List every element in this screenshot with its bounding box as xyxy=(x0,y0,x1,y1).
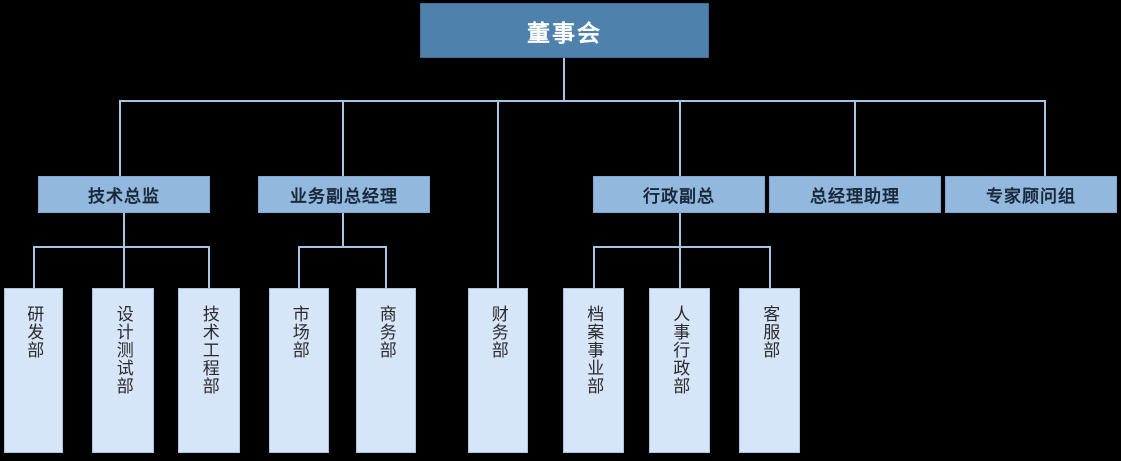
node-label: 技术总监 xyxy=(88,187,160,206)
node-label: 人事行政部 xyxy=(670,305,690,395)
node-hr-admin-dept[interactable]: 人事行政部 xyxy=(649,288,710,453)
connector-bus-to-expert-group xyxy=(1044,100,1046,176)
node-label: 董事会 xyxy=(527,19,602,46)
connector-root-bus xyxy=(119,100,1046,102)
node-engineering-dept[interactable]: 技术工程部 xyxy=(178,288,240,453)
node-label: 商务部 xyxy=(376,305,396,359)
node-archive-dept[interactable]: 档案事业部 xyxy=(563,288,624,453)
connector-bus-to-gm-assistant xyxy=(854,100,856,176)
node-label: 行政副总 xyxy=(643,187,715,206)
connector-bus-to-tech-director xyxy=(119,100,121,176)
node-board-of-directors[interactable]: 董事会 xyxy=(420,3,709,58)
node-customer-service-dept[interactable]: 客服部 xyxy=(739,288,800,453)
node-commerce-dept[interactable]: 商务部 xyxy=(356,288,416,453)
node-label: 财务部 xyxy=(488,305,508,359)
node-design-test-dept[interactable]: 设计测试部 xyxy=(92,288,154,453)
connector-admin-vp-bus xyxy=(593,246,771,248)
connector-business-to-marketing-dept xyxy=(298,246,300,288)
node-admin-vp[interactable]: 行政副总 xyxy=(593,176,765,213)
connector-business-to-commerce-dept xyxy=(385,246,387,288)
connector-root-stem xyxy=(563,58,565,102)
connector-business-vp-stem xyxy=(342,212,344,248)
node-expert-advisory-group[interactable]: 专家顾问组 xyxy=(945,176,1117,213)
node-label: 业务副总经理 xyxy=(290,187,398,206)
node-label: 档案事业部 xyxy=(584,305,604,395)
connector-bus-to-finance-dept xyxy=(497,100,499,288)
connector-admin-vp-stem xyxy=(679,212,681,248)
node-label: 总经理助理 xyxy=(810,187,900,206)
node-label: 市场部 xyxy=(289,305,309,359)
connector-bus-to-admin-vp xyxy=(679,100,681,176)
node-tech-director[interactable]: 技术总监 xyxy=(38,176,210,213)
node-label: 专家顾问组 xyxy=(986,187,1076,206)
node-finance-dept[interactable]: 财务部 xyxy=(468,288,528,453)
node-gm-assistant[interactable]: 总经理助理 xyxy=(769,176,941,213)
connector-tech-to-design-test-dept xyxy=(123,246,125,288)
connector-admin-to-service-dept xyxy=(769,246,771,288)
node-label: 研发部 xyxy=(24,305,44,359)
connector-tech-director-stem xyxy=(123,212,125,248)
connector-admin-to-archive-dept xyxy=(593,246,595,288)
connector-tech-to-rd-dept xyxy=(33,246,35,288)
connector-bus-to-business-vp xyxy=(342,100,344,176)
connector-tech-to-engineering-dept xyxy=(208,246,210,288)
node-label: 客服部 xyxy=(760,305,780,359)
connector-admin-to-hr-dept xyxy=(679,246,681,288)
connector-business-vp-bus xyxy=(298,246,386,248)
connector-tech-director-bus xyxy=(33,246,209,248)
node-label: 技术工程部 xyxy=(199,305,219,395)
node-rd-dept[interactable]: 研发部 xyxy=(4,288,63,453)
node-business-vp[interactable]: 业务副总经理 xyxy=(258,176,430,213)
node-marketing-dept[interactable]: 市场部 xyxy=(269,288,329,453)
node-label: 设计测试部 xyxy=(113,305,133,395)
